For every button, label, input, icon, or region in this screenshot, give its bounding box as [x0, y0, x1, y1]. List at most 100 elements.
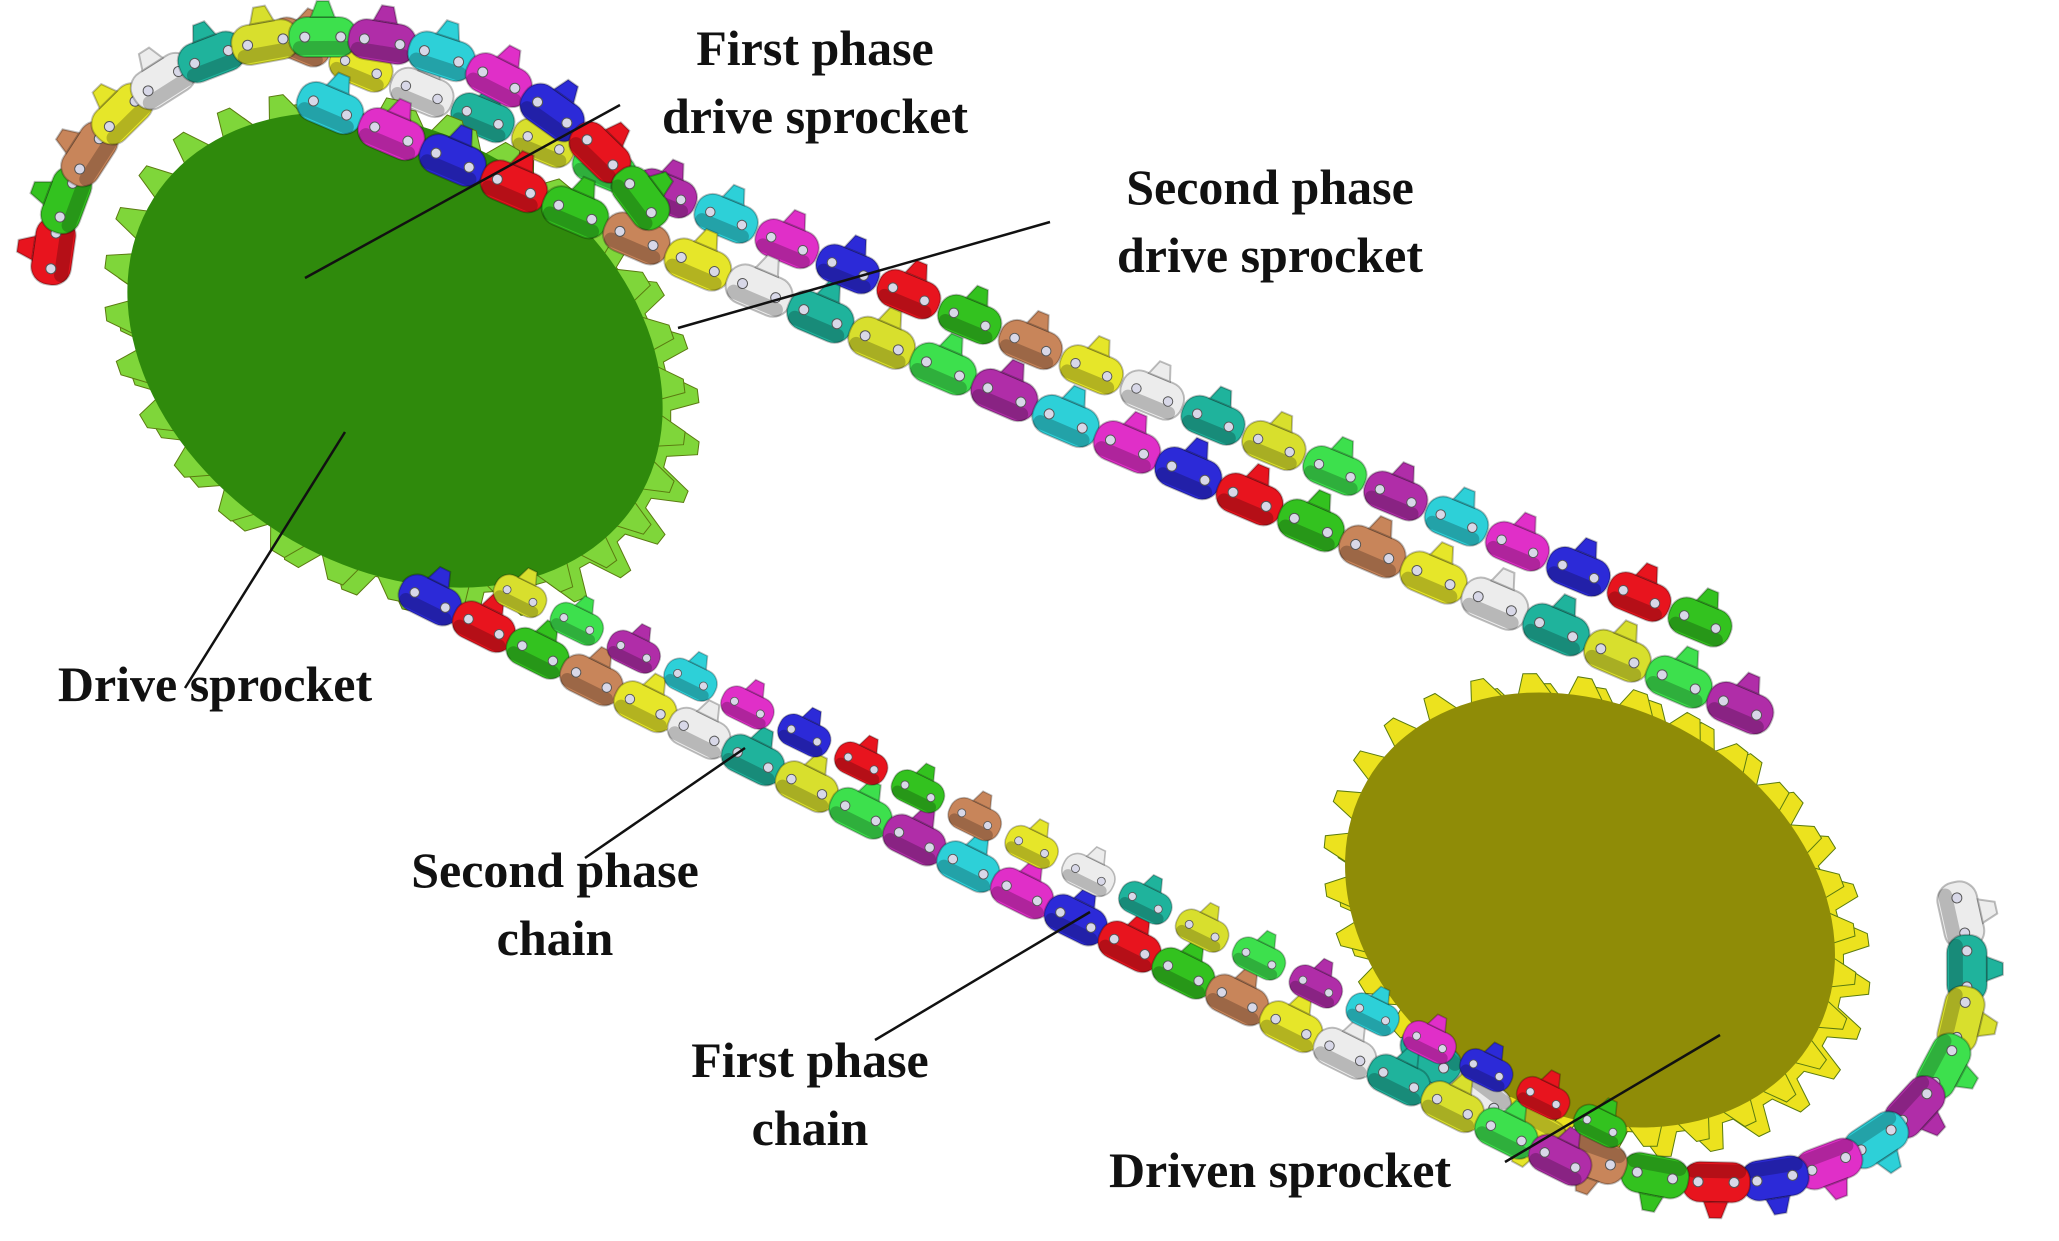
chain-link-pin [1751, 1175, 1763, 1187]
chain-link-pin [517, 640, 528, 651]
chain-link-shade [1937, 987, 1963, 1047]
chain-link-icon [827, 778, 894, 840]
chain-link-pin [559, 613, 569, 622]
chain-link-pin [919, 295, 930, 306]
chain-link-shade [726, 284, 783, 317]
chain-link-icon [1092, 410, 1162, 475]
driven-sprocket-gear-icon [1323, 673, 1871, 1157]
chain-link-pin [1354, 1055, 1366, 1067]
chain-link-icon [549, 594, 605, 647]
chain-link-tooth [1875, 1148, 1903, 1175]
chain-link-shade [1425, 515, 1480, 546]
chain-link-shade [910, 362, 967, 396]
chain-link-tooth [1390, 460, 1416, 485]
chain-link-pin [1567, 631, 1579, 643]
chain-link-pin [1516, 1135, 1527, 1147]
chain-link-pin [1525, 1087, 1535, 1097]
chain-link-pin [983, 821, 993, 830]
chain-link-pin [730, 696, 739, 706]
chain-link-shade [937, 859, 990, 893]
chain-link-pin [1692, 1176, 1704, 1188]
chain-link-pin [673, 668, 682, 678]
chain-link-pin [1096, 876, 1106, 886]
chain-link-icon [997, 309, 1064, 371]
chain-link-icon [881, 805, 947, 867]
chain-link-pin [586, 213, 598, 225]
chain-link-pin [948, 307, 960, 319]
chain-link-pin [765, 231, 777, 243]
chain-link-tooth [687, 650, 709, 671]
chain-link-pin [1301, 1029, 1312, 1040]
chain-link-pin [869, 765, 879, 775]
chain-link-icon [606, 622, 662, 675]
chain-link-pin [762, 762, 774, 773]
chain-link-shade [604, 232, 661, 265]
chain-link-pin [812, 737, 822, 747]
chain-link-shade [452, 619, 506, 653]
chain-link-tooth [1086, 334, 1111, 359]
chain-link-shade [494, 590, 539, 618]
chain-link-shade [1303, 465, 1358, 496]
chain-link-pin [1431, 1093, 1443, 1105]
leader-line [677, 220, 1051, 330]
chain-link-shade [1707, 702, 1764, 735]
chain-link-pin [1162, 396, 1174, 407]
leader-line [1504, 1033, 1721, 1164]
label-first-phase-chain: First phase chain [640, 1026, 980, 1162]
leader-line [874, 910, 1091, 1042]
chain-link-pin [1411, 565, 1423, 577]
chain-link-icon [754, 208, 820, 270]
chain-link-pin [1191, 408, 1203, 419]
chain-link-tooth [1540, 1069, 1562, 1090]
label-second-phase-chain: Second phase chain [365, 836, 745, 972]
chain-link-pin [678, 720, 689, 731]
chain-link-icon [1945, 933, 2004, 1004]
chain-link-pin [463, 161, 475, 173]
chain-link-tooth [782, 208, 807, 232]
chain-link-icon [1582, 619, 1652, 683]
chain-link-tooth [1985, 955, 2004, 983]
chain-link-pin [1406, 497, 1417, 508]
chain-link-shade [1152, 966, 1205, 1000]
chain-link-pin [675, 251, 687, 263]
chain-link-shade [787, 310, 845, 343]
chain-link-pin [1070, 358, 1081, 369]
chain-link-tooth [29, 180, 54, 207]
chain-link-icon [1667, 587, 1733, 648]
chain-link-pin [893, 827, 905, 838]
chain-link-pin [371, 68, 382, 79]
chain-link-tooth [573, 594, 595, 615]
chain-link-pin [1840, 1152, 1852, 1164]
chain-link-icon [1366, 1045, 1432, 1107]
chain-link-shade [778, 729, 823, 758]
chain-front-layer [15, 0, 2004, 1220]
drive-sprocket-gear-icon [104, 91, 700, 619]
chain-link-pin [142, 85, 154, 97]
chain-link-pin [1381, 1016, 1390, 1026]
chain-link-pin [402, 135, 414, 147]
sprocket-face [1345, 692, 1835, 1128]
chain-link-tooth [54, 128, 81, 155]
chain-link-tooth [695, 698, 721, 723]
chain-link-pin [1618, 585, 1629, 596]
chain-link-pin [491, 173, 503, 185]
chain-link-pin [1153, 904, 1163, 914]
chain-link-shade [1044, 912, 1098, 946]
chain-link-pin [189, 57, 201, 69]
chain-link-pin [786, 773, 797, 785]
chain-link-icon [356, 97, 426, 162]
chain-link-shade [891, 785, 937, 813]
chain-link-icon [295, 71, 365, 136]
chain-link-tooth [1122, 410, 1148, 435]
chain-link-tooth [1976, 1011, 1999, 1038]
chain-link-pin [547, 655, 559, 667]
chain-link-pin [1557, 559, 1568, 571]
chain-link-tooth [1512, 511, 1537, 535]
chain-link-pin [1043, 408, 1055, 420]
chain-link-tooth [1142, 873, 1164, 894]
chain-link-shade [665, 258, 722, 291]
chain-link-pin [607, 159, 619, 171]
chain-link-pin [1438, 1044, 1447, 1054]
chain-link-tooth [447, 123, 474, 148]
